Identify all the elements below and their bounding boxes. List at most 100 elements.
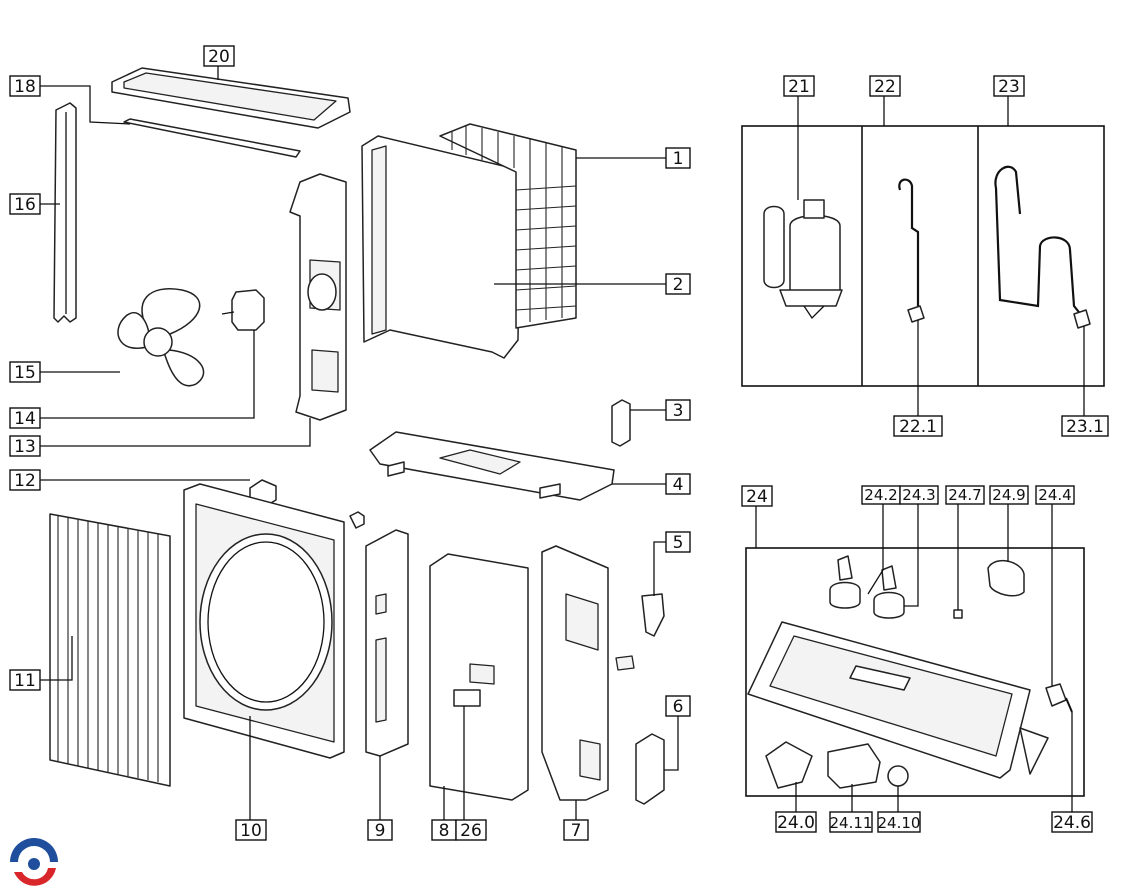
svg-text:8: 8 <box>439 821 450 841</box>
label-18: 18 <box>9 75 41 97</box>
label-15: 15 <box>9 361 41 383</box>
svg-text:14: 14 <box>14 409 36 429</box>
label-4: 4 <box>665 473 691 495</box>
svg-text:24.10: 24.10 <box>878 814 921 832</box>
label-8: 8 <box>431 819 457 841</box>
label-10: 10 <box>235 819 267 841</box>
svg-text:24.7: 24.7 <box>948 486 981 504</box>
label-12: 12 <box>9 469 41 491</box>
leader-lines <box>40 66 1085 820</box>
svg-text:1: 1 <box>673 149 684 169</box>
svg-text:3: 3 <box>673 401 684 421</box>
svg-text:5: 5 <box>673 533 684 553</box>
part-compressor <box>763 199 843 320</box>
part-terminal-block <box>453 689 481 707</box>
svg-text:13: 13 <box>14 437 36 457</box>
part-small-clip <box>611 399 631 447</box>
frame-refrigerant-assembly <box>741 125 1105 387</box>
part-pipe-assembly-b <box>994 165 1083 317</box>
label-23-1: 23.1 <box>1061 415 1109 437</box>
part-wire-clip <box>641 593 665 637</box>
svg-text:16: 16 <box>14 195 36 215</box>
label-26: 26 <box>455 819 487 841</box>
svg-text:24: 24 <box>746 487 768 507</box>
svg-text:2: 2 <box>673 275 684 295</box>
label-22: 22 <box>869 75 901 97</box>
part-service-panel <box>429 553 529 801</box>
svg-text:23: 23 <box>998 77 1020 97</box>
label-24-10: 24.10 <box>877 811 921 833</box>
part-heat-exchanger <box>361 135 521 359</box>
part-capacitor-b <box>873 565 905 619</box>
label-21: 21 <box>783 75 815 97</box>
svg-text:18: 18 <box>14 77 36 97</box>
svg-text:24.6: 24.6 <box>1053 813 1091 833</box>
part-front-grille <box>49 513 171 787</box>
svg-text:22.1: 22.1 <box>899 417 937 437</box>
svg-text:21: 21 <box>788 77 810 97</box>
svg-text:24.0: 24.0 <box>777 813 815 833</box>
svg-text:24.11: 24.11 <box>830 814 873 832</box>
label-24-9: 24.9 <box>989 485 1029 505</box>
svg-text:10: 10 <box>240 821 262 841</box>
part-top-strip <box>123 118 301 158</box>
label-7: 7 <box>563 819 589 841</box>
svg-text:9: 9 <box>375 821 386 841</box>
label-6: 6 <box>665 695 691 717</box>
part-valve-b <box>1073 309 1091 329</box>
svg-text:24.4: 24.4 <box>1038 486 1071 504</box>
part-top-cover <box>111 67 351 129</box>
svg-text:7: 7 <box>571 821 582 841</box>
frame-control-box <box>745 547 1085 797</box>
part-fan-propeller <box>117 288 205 387</box>
label-24: 24 <box>741 485 773 507</box>
part-relay-box <box>827 743 881 789</box>
label-24-4: 24.4 <box>1035 485 1075 505</box>
part-side-rail <box>53 102 77 323</box>
label-11: 11 <box>9 669 41 691</box>
label-1: 1 <box>665 147 691 169</box>
label-2: 2 <box>665 273 691 295</box>
part-small-tab <box>349 511 365 529</box>
logo-center <box>28 858 40 870</box>
part-front-panel <box>183 483 345 759</box>
part-coil <box>987 559 1025 597</box>
part-pipe-assembly-a <box>898 178 920 306</box>
part-base-pan <box>369 431 615 501</box>
svg-text:6: 6 <box>673 697 684 717</box>
logo-blue-arc <box>10 838 58 862</box>
label-24-2: 24.2 <box>861 485 901 505</box>
svg-text:24.2: 24.2 <box>864 486 897 504</box>
label-3: 3 <box>665 399 691 421</box>
part-thermistor <box>887 765 909 787</box>
svg-text:22: 22 <box>874 77 896 97</box>
label-20: 20 <box>203 45 235 67</box>
part-valve-a <box>907 305 925 323</box>
part-fuse <box>953 609 963 619</box>
label-24-6: 24.6 <box>1051 811 1093 833</box>
label-5: 5 <box>665 531 691 553</box>
part-pcb <box>765 741 813 789</box>
logo-red-swoosh <box>14 868 56 886</box>
label-24-7: 24.7 <box>945 485 985 505</box>
svg-text:24.9: 24.9 <box>992 486 1025 504</box>
brand-logo <box>10 836 61 888</box>
label-24-0: 24.0 <box>775 811 817 833</box>
svg-text:11: 11 <box>14 671 36 691</box>
part-side-panel-right <box>541 545 609 801</box>
label-16: 16 <box>9 193 41 215</box>
svg-text:15: 15 <box>14 363 36 383</box>
part-motor-bracket <box>289 173 347 421</box>
part-rear-grille <box>439 123 577 329</box>
part-valve-cover <box>635 733 665 805</box>
part-connector <box>1045 683 1067 707</box>
svg-text:24.3: 24.3 <box>902 486 935 504</box>
part-small-cover <box>615 655 635 671</box>
svg-text:12: 12 <box>14 471 36 491</box>
svg-text:4: 4 <box>673 475 684 495</box>
label-23: 23 <box>993 75 1025 97</box>
part-fan-motor <box>221 289 265 331</box>
label-13: 13 <box>9 435 41 457</box>
part-capacitor-a <box>829 555 861 609</box>
